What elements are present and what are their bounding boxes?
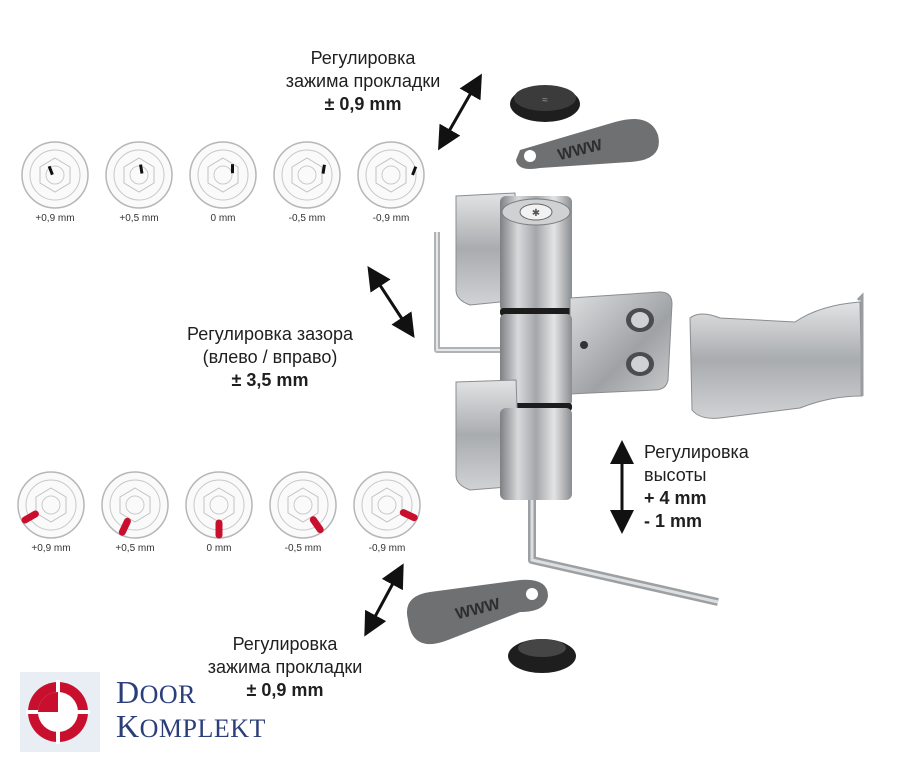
top-seal-line2: зажима прокладки bbox=[285, 71, 441, 91]
upper-barrel bbox=[500, 196, 572, 312]
bottom-dial-3 bbox=[184, 470, 254, 540]
top-seal-value: ± 0,9 mm bbox=[324, 94, 402, 114]
bottom-dial-icon bbox=[185, 471, 253, 539]
svg-text:≈: ≈ bbox=[542, 95, 548, 106]
gap-arrow bbox=[367, 265, 415, 339]
bottom-cover-plate: WWW bbox=[406, 579, 548, 645]
height-label: Регулировка высоты + 4 mm - 1 mm bbox=[644, 441, 824, 533]
lower-barrel bbox=[500, 408, 572, 500]
bottom-dial-2 bbox=[100, 470, 170, 540]
bottom-dial-1 bbox=[16, 470, 86, 540]
gap-line1: Регулировка зазора bbox=[187, 324, 353, 344]
bottom-dial-icon bbox=[353, 471, 421, 539]
cover-shell bbox=[689, 301, 863, 419]
gap-value: ± 3,5 mm bbox=[231, 370, 309, 390]
allen-key-bottom bbox=[528, 500, 719, 606]
top-dial-caption: 0 mm bbox=[210, 213, 236, 224]
height-value-plus: + 4 mm bbox=[644, 488, 707, 508]
bottom-seal-arrow bbox=[364, 563, 404, 637]
gap-line2: (влево / вправо) bbox=[202, 347, 338, 367]
top-dial-1 bbox=[20, 140, 90, 210]
bottom-dial-caption: +0,5 mm bbox=[115, 543, 155, 554]
top-dial-icon bbox=[21, 141, 89, 209]
top-dial-caption: +0,9 mm bbox=[35, 213, 75, 224]
bottom-seal-label: Регулировка зажима прокладки ± 0,9 mm bbox=[140, 633, 430, 702]
top-seal-label: Регулировка зажима прокладки ± 0,9 mm bbox=[238, 47, 488, 116]
bottom-dial-4 bbox=[268, 470, 338, 540]
top-seal-arrow bbox=[438, 73, 482, 151]
bottom-dial-caption: -0,5 mm bbox=[284, 543, 322, 554]
logo-word-door: DOOR bbox=[116, 674, 197, 710]
top-dial-icon bbox=[189, 141, 257, 209]
bottom-seal-line1: Регулировка bbox=[232, 634, 338, 654]
door-komplekt-logo: DOOR KOMPLEKT bbox=[20, 672, 265, 752]
bottom-dial-5 bbox=[352, 470, 422, 540]
svg-text:✱: ✱ bbox=[532, 208, 540, 219]
top-dial-icon bbox=[105, 141, 173, 209]
top-seal-line1: Регулировка bbox=[310, 48, 416, 68]
bottom-dial-icon bbox=[17, 471, 85, 539]
top-cap: ≈ bbox=[510, 85, 580, 122]
top-dial-4 bbox=[272, 140, 342, 210]
top-dial-icon bbox=[357, 141, 425, 209]
bottom-cap bbox=[508, 639, 576, 673]
height-value-minus: - 1 mm bbox=[644, 511, 703, 531]
bottom-dial-icon bbox=[269, 471, 337, 539]
middle-barrel bbox=[500, 314, 572, 406]
top-cover-plate: WWW bbox=[516, 118, 659, 169]
bottom-dial-caption: -0,9 mm bbox=[368, 543, 406, 554]
bottom-dial-caption: +0,9 mm bbox=[31, 543, 71, 554]
height-line2: высоты bbox=[644, 465, 707, 485]
logo-emblem-icon bbox=[20, 672, 100, 752]
top-dial-caption: -0,5 mm bbox=[288, 213, 326, 224]
top-dial-icon bbox=[273, 141, 341, 209]
top-dial-2 bbox=[104, 140, 174, 210]
bottom-seal-value: ± 0,9 mm bbox=[246, 680, 324, 700]
bottom-dial-caption: 0 mm bbox=[206, 543, 232, 554]
bottom-seal-line2: зажима прокладки bbox=[207, 657, 363, 677]
height-line1: Регулировка bbox=[644, 442, 749, 462]
gap-label: Регулировка зазора (влево / вправо) ± 3,… bbox=[155, 323, 385, 392]
top-dial-caption: +0,5 mm bbox=[119, 213, 159, 224]
top-dial-3 bbox=[188, 140, 258, 210]
top-dial-caption: -0,9 mm bbox=[372, 213, 410, 224]
top-dial-5 bbox=[356, 140, 426, 210]
logo-word-komplekt: KOMPLEKT bbox=[116, 708, 266, 744]
bottom-dial-icon bbox=[101, 471, 169, 539]
